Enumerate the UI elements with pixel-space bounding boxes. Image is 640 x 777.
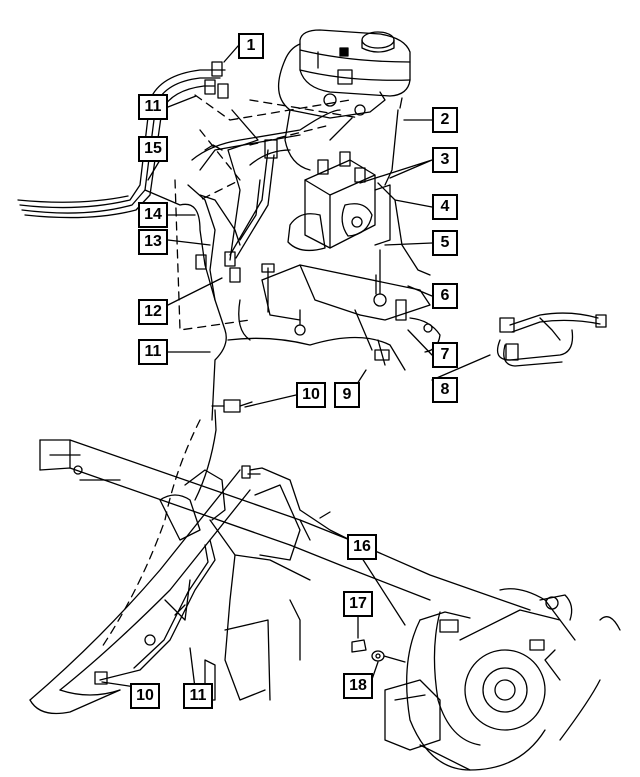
frame-rail-and-spring	[29, 469, 251, 715]
rear-axle	[39, 439, 531, 611]
rear-brake-tube-assembly	[496, 312, 607, 367]
callout-16[interactable]: 16	[347, 534, 377, 560]
callout-8[interactable]: 8	[432, 377, 458, 403]
callout-5[interactable]: 5	[432, 230, 458, 256]
master-cylinder-reservoir	[299, 29, 411, 97]
callout-13[interactable]: 13	[138, 229, 168, 255]
bleeder-screw-and-cap	[351, 639, 406, 663]
callout-3[interactable]: 3	[432, 147, 458, 173]
callout-2[interactable]: 2	[432, 107, 458, 133]
callout-7[interactable]: 7	[432, 342, 458, 368]
callout-11-middle[interactable]: 11	[138, 339, 168, 365]
callout-4[interactable]: 4	[432, 194, 458, 220]
callout-9[interactable]: 9	[334, 382, 360, 408]
brake-tube-junction	[194, 399, 253, 501]
callout-11-lower[interactable]: 11	[183, 683, 213, 709]
brake-caliper-and-rotor	[384, 588, 621, 771]
callout-14[interactable]: 14	[138, 202, 168, 228]
engine-compartment-outline	[227, 109, 441, 371]
callout-12[interactable]: 12	[138, 299, 168, 325]
bolts	[261, 263, 407, 366]
callout-1[interactable]: 1	[238, 33, 264, 59]
callout-11-top[interactable]: 11	[138, 94, 168, 120]
callout-leaders	[101, 45, 491, 689]
leader-lines	[99, 94, 361, 651]
rear-brake-tube-frame	[99, 465, 361, 681]
brake-hoses	[187, 139, 278, 301]
callout-10-upper[interactable]: 10	[296, 382, 326, 408]
callout-10-lower[interactable]: 10	[130, 683, 160, 709]
abs-hydraulic-control-unit	[287, 151, 391, 252]
callout-15[interactable]: 15	[138, 136, 168, 162]
callout-17[interactable]: 17	[343, 591, 373, 617]
hcu-mounting-bracket	[261, 249, 431, 336]
callout-18[interactable]: 18	[343, 673, 373, 699]
callout-6[interactable]: 6	[432, 283, 458, 309]
master-cylinder-body	[278, 43, 386, 171]
brake-tubes-upper	[17, 61, 431, 421]
axle-housing-bracket	[159, 469, 311, 701]
